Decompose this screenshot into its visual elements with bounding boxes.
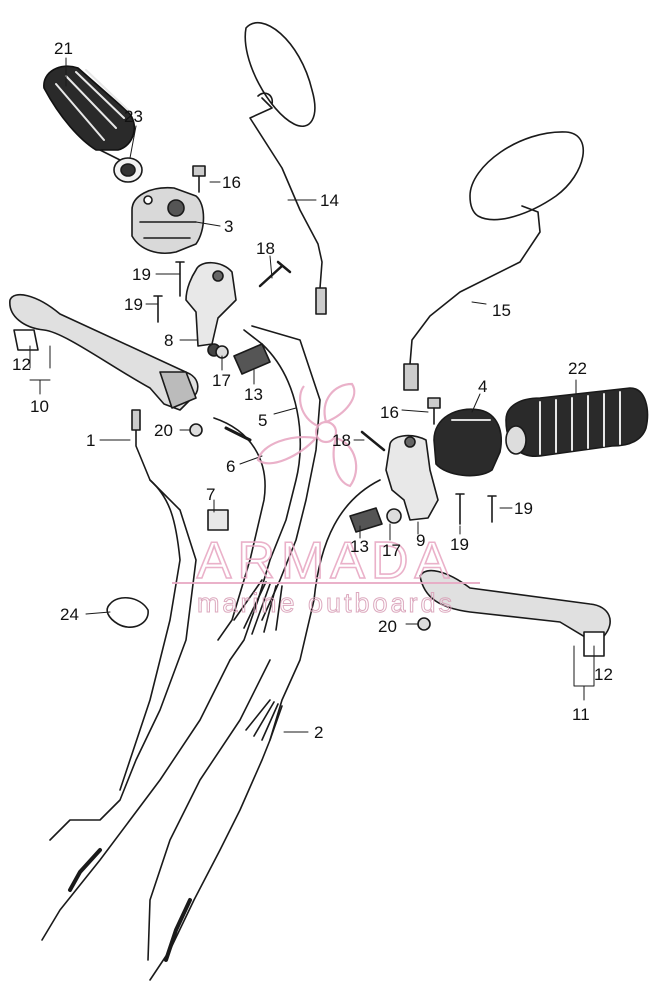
- leader-lines: [29, 57, 595, 733]
- callout-7: 7: [206, 485, 215, 504]
- right-switch-housing-part: [433, 408, 502, 477]
- bolt-19a-part: [175, 261, 185, 297]
- callout-4: 4: [478, 377, 487, 396]
- callout-19: 19: [124, 295, 143, 314]
- callout-19: 19: [132, 265, 151, 284]
- callout-15: 15: [492, 301, 511, 320]
- callout-23: 23: [124, 107, 143, 126]
- bolt-19c-part: [487, 495, 497, 523]
- callout-8: 8: [164, 331, 173, 350]
- cable-5-part: [229, 325, 321, 661]
- diagram-artwork: [9, 22, 649, 981]
- throttle-cable-part: [41, 659, 271, 961]
- nut-20a-part: [189, 423, 203, 437]
- callout-20: 20: [154, 421, 173, 440]
- callout-18: 18: [332, 431, 351, 450]
- clamp-7-part: [207, 509, 229, 531]
- watermark-tagline-text: marine outboards: [197, 588, 455, 618]
- bolt-19d-part: [455, 493, 465, 525]
- callout-10: 10: [30, 397, 49, 416]
- callout-17: 17: [212, 371, 231, 390]
- bolt-19b-part: [153, 295, 163, 323]
- callout-2: 2: [314, 723, 323, 742]
- callout-20: 20: [378, 617, 397, 636]
- adjuster-13a-part: [233, 343, 271, 375]
- nut-20b-part: [417, 617, 431, 631]
- callout-5: 5: [258, 411, 267, 430]
- right-grip-part: [505, 387, 649, 457]
- callout-6: 6: [226, 457, 235, 476]
- cable-2-part: [149, 479, 381, 981]
- bolt-18a-part: [258, 260, 292, 288]
- callout-13: 13: [350, 537, 369, 556]
- callout-9: 9: [416, 531, 425, 550]
- screw-16a-part: [192, 165, 206, 193]
- callout-19: 19: [514, 499, 533, 518]
- callout-16: 16: [380, 403, 399, 422]
- watermark-divider: [172, 582, 480, 584]
- callout-12: 12: [594, 665, 613, 684]
- cable-1-part: [49, 409, 197, 841]
- callout-11: 11: [572, 705, 590, 724]
- callout-19: 19: [450, 535, 469, 554]
- callout-13: 13: [244, 385, 263, 404]
- callout-16: 16: [222, 173, 241, 192]
- callout-1: 1: [86, 431, 95, 450]
- bolt-18b-part: [360, 430, 386, 452]
- brake-lever-bracket-part: [385, 434, 439, 521]
- brake-lever-part: [419, 569, 611, 657]
- callout-12: 12: [12, 355, 31, 374]
- callout-18: 18: [256, 239, 275, 258]
- watermark-brand-text: ARMADA: [197, 532, 455, 590]
- callout-24: 24: [60, 605, 79, 624]
- clutch-lever-part: [9, 293, 199, 411]
- throttle-grip-end-part: [99, 149, 143, 183]
- screw-16b-part: [427, 397, 441, 425]
- left-mirror-part: [244, 22, 327, 315]
- left-grip-part: [43, 65, 136, 151]
- left-switch-housing-part: [131, 186, 205, 254]
- wire-bundle-left-part: [233, 579, 283, 635]
- watermark-logo: ARMADA marine outboards: [172, 382, 480, 619]
- right-mirror-part: [403, 131, 584, 391]
- callout-labels: 21 23 16 3 14 18 19 19 8 12 10 17 13 5 1…: [12, 39, 613, 742]
- callout-17: 17: [382, 541, 401, 560]
- nut-17b-part: [386, 508, 402, 524]
- callout-21: 21: [54, 39, 73, 58]
- band-24-part: [106, 597, 149, 628]
- callout-22: 22: [568, 359, 587, 378]
- clutch-lever-bracket-part: [185, 261, 237, 357]
- adjuster-13b-part: [349, 507, 383, 533]
- callout-3: 3: [224, 217, 233, 236]
- callout-14: 14: [320, 191, 339, 210]
- watermark-propeller-icon: [256, 382, 358, 488]
